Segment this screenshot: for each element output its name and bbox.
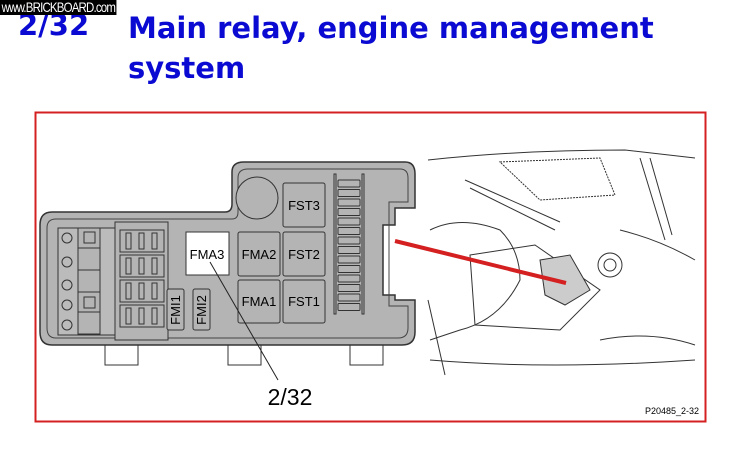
fuse-label: FMI1 [168, 295, 183, 325]
page-title: Main relay, engine management system [128, 11, 654, 85]
relay-label: FMA2 [242, 247, 277, 262]
mini-fuse [337, 303, 361, 311]
relay-fst3: FST3 [282, 182, 326, 228]
mini-fuse [337, 189, 361, 197]
mini-fuse [337, 265, 361, 273]
pointer-line [394, 239, 567, 285]
mini-fuse [337, 293, 361, 302]
mini-fuse [337, 274, 361, 283]
round-component [235, 176, 279, 220]
strip-rail [361, 173, 365, 315]
terminal-block [57, 227, 119, 336]
mini-fuse [337, 198, 361, 207]
mini-fuse [337, 208, 361, 216]
relay-label: FST1 [288, 294, 320, 309]
mini-fuse [337, 246, 361, 254]
relay-fst2: FST2 [282, 231, 326, 277]
mini-fuse [337, 255, 361, 264]
mini-fuse [337, 179, 361, 188]
relay-fst1: FST1 [282, 279, 326, 324]
mini-fuse [337, 284, 361, 292]
relay-fma2: FMA2 [237, 231, 281, 277]
mini-fuse [337, 227, 361, 235]
callout-label: 2/32 [268, 384, 313, 410]
figure-frame [34, 111, 707, 423]
relay-label: FST2 [288, 247, 320, 262]
mini-fuse [337, 217, 361, 226]
mini-fuse [337, 236, 361, 245]
relay-label: FST3 [288, 198, 320, 213]
relay-label: FMA1 [242, 294, 277, 309]
fuse-fmi2: FMI2 [192, 288, 211, 331]
figure-code: P20485_2-32 [645, 406, 699, 416]
strip-rail [333, 173, 337, 315]
watermark: www.BRICKBOARD.com [0, 0, 117, 15]
relay-label: FMA3 [190, 247, 225, 262]
engine-bay-illustration [427, 149, 696, 376]
connector [114, 221, 169, 341]
fuse-fmi1: FMI1 [166, 288, 185, 331]
mounting-tabs [104, 341, 384, 366]
fuse-strip [333, 173, 365, 315]
fuse-label: FMI2 [194, 295, 209, 325]
callout-leader [209, 261, 279, 381]
relay-fma1: FMA1 [237, 279, 281, 324]
relay-fma3-highlighted: FMA3 [185, 231, 230, 276]
